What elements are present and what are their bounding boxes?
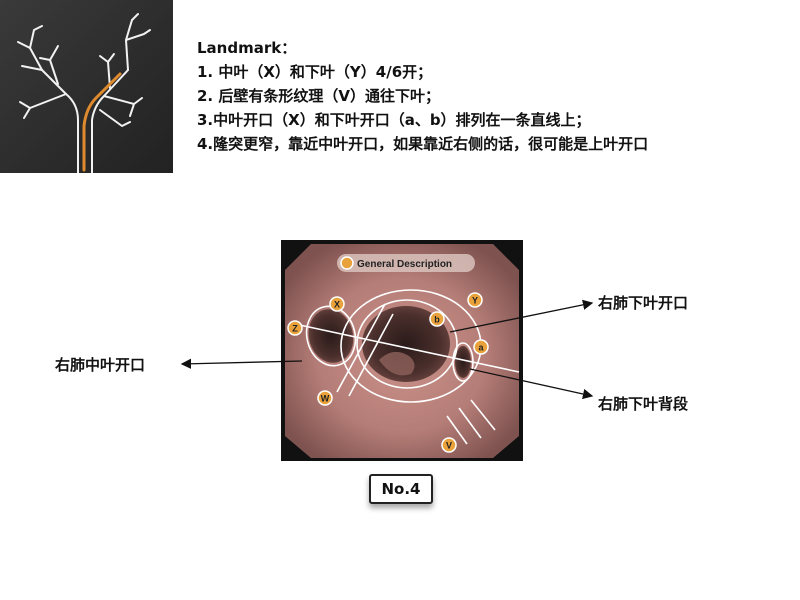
slide-number-label: No.4 [369,474,433,504]
landmark-line-1: 1. 中叶（X）和下叶（Y）4/6开； [197,63,433,81]
scope-view-svg: General Description X Y Z b a W V [285,244,520,458]
bronchoscopy-image: General Description X Y Z b a W V [281,240,523,461]
svg-text:W: W [321,394,330,404]
caption-dot-icon [340,256,354,270]
svg-text:Y: Y [472,296,478,306]
bronchial-tree-diagram [17,13,151,173]
marker-x: X [329,296,345,312]
svg-text:b: b [434,315,440,325]
svg-text:X: X [334,300,340,310]
scope-caption: General Description [357,259,452,270]
airway-tree-thumbnail [0,0,173,173]
callout-right-lower-lobe-superior: 右肺下叶背段 [598,395,689,413]
callout-right-middle-lobe: 右肺中叶开口 [55,356,146,374]
slide-number-badge: No.4 [369,474,433,512]
landmark-line-4: 4.隆突更窄，靠近中叶开口，如果靠近右侧的话，很可能是上叶开口 [197,135,649,153]
highlighted-path [82,72,122,172]
landmark-line-3: 3.中叶开口（X）和下叶开口（a、b）排列在一条直线上； [197,111,591,129]
svg-text:V: V [446,441,452,451]
marker-y: Y [467,292,483,308]
landmark-notes: Landmark： 1. 中叶（X）和下叶（Y）4/6开； 2. 后壁有条形纹理… [197,36,797,156]
marker-b: b [429,311,445,327]
marker-v: V [441,437,457,453]
svg-text:Z: Z [292,324,298,334]
callout-right-lower-lobe: 右肺下叶开口 [598,294,689,312]
marker-a: a [473,339,489,355]
marker-z: Z [287,320,303,336]
landmark-heading: Landmark： [197,39,297,57]
svg-text:a: a [478,343,484,353]
marker-w: W [317,390,333,406]
landmark-line-2: 2. 后壁有条形纹理（V）通往下叶； [197,87,440,105]
